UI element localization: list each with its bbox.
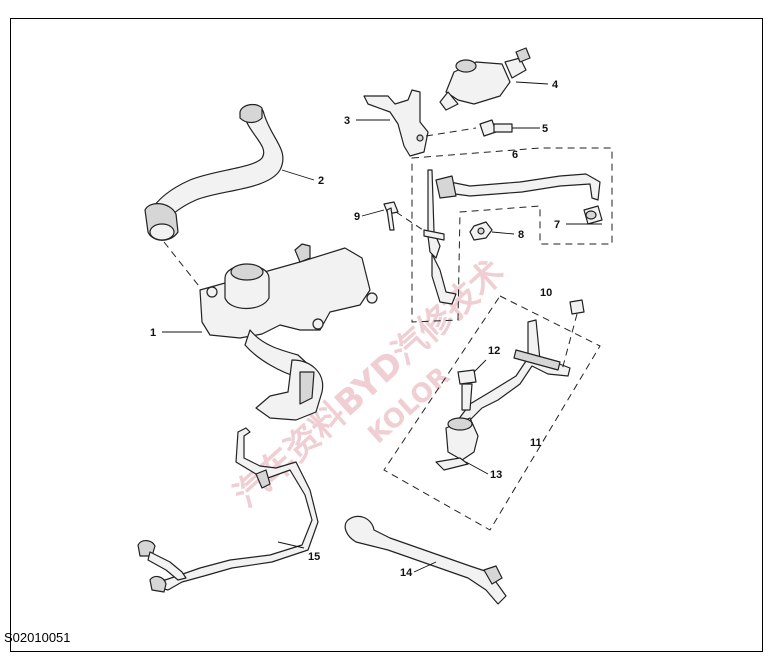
callout-5: 5 (542, 123, 548, 135)
callout-13: 13 (490, 469, 502, 481)
callout-15: 15 (308, 551, 320, 563)
callout-14: 14 (400, 567, 413, 579)
figure-code: S02010051 (4, 630, 71, 645)
part-11-pipe-assembly (445, 319, 571, 461)
callout-7: 7 (554, 219, 560, 231)
callout-11: 11 (530, 437, 542, 449)
part-2-hose (144, 103, 284, 241)
callout-1: 1 (150, 327, 156, 339)
callout-8: 8 (518, 229, 524, 241)
assembly-guide-line (425, 127, 477, 137)
part-6-pipe-assembly (423, 169, 601, 305)
assembly-guide-line (395, 211, 427, 233)
callout-4: 4 (552, 79, 559, 91)
assembly-guide-line (163, 241, 207, 296)
part-12-bolt (457, 369, 477, 411)
diagram-frame (10, 18, 763, 652)
part-5-bolt (479, 119, 513, 137)
callout-2: 2 (318, 175, 324, 187)
part-13-seal (435, 457, 469, 471)
part-9-bolt (383, 201, 399, 231)
part-14-hose (344, 515, 507, 605)
part-3-bracket (363, 89, 429, 157)
callout-10: 10 (540, 287, 552, 299)
assembly-boundary-11 (383, 295, 601, 531)
callout-labels: 1 2 3 4 5 6 7 8 9 10 11 12 13 14 15 (150, 79, 560, 579)
part-10-bolt (561, 299, 585, 371)
part-4-valve (439, 47, 531, 111)
assembly-boundary-6 (411, 147, 613, 323)
leader-lines (162, 81, 602, 573)
part-8-nut (469, 221, 493, 241)
callout-12: 12 (488, 345, 500, 357)
callout-9: 9 (354, 211, 360, 223)
part-1-separator-housing (199, 243, 378, 421)
part-7-clip (583, 205, 603, 225)
callout-6: 6 (512, 149, 518, 161)
callout-3: 3 (344, 115, 350, 127)
part-15-pipe (137, 427, 319, 593)
